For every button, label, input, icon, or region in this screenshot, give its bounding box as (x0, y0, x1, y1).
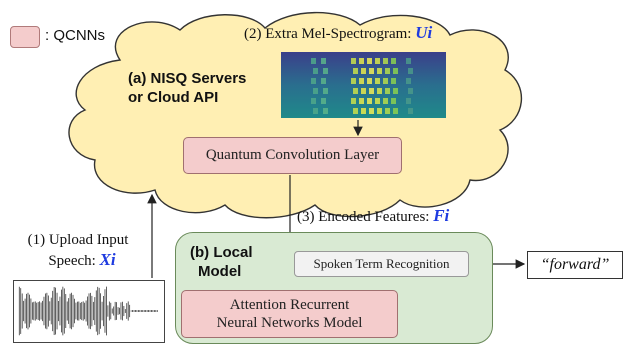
spectrogram-band (367, 58, 372, 64)
spectrogram-band (359, 98, 364, 104)
spectrogram-band (361, 68, 366, 74)
legend-qcnn-label: : QCNNs (45, 27, 105, 44)
spectrogram-band (383, 78, 388, 84)
spectrogram-band (313, 108, 318, 114)
spectrogram-band (311, 78, 316, 84)
spectrogram-band (313, 88, 318, 94)
spectrogram-band (313, 68, 318, 74)
legend-qcnn-swatch (10, 26, 40, 48)
spectrogram-band (359, 78, 364, 84)
spectrogram-band (321, 58, 326, 64)
spectrogram-band (353, 68, 358, 74)
encoded-var: Fi (433, 206, 450, 225)
mel-var: Ui (415, 23, 433, 42)
spectrogram-band (323, 108, 328, 114)
spectrogram-band (311, 58, 316, 64)
spectrogram-band (393, 108, 398, 114)
spectrogram-band (406, 78, 411, 84)
spectrogram-band (353, 108, 358, 114)
spectrogram-band (369, 88, 374, 94)
spectrogram-band (321, 98, 326, 104)
spectrogram-band (375, 98, 380, 104)
spectrogram-band (385, 108, 390, 114)
output-prediction-box: “forward” (527, 251, 623, 279)
spectrogram-band (377, 88, 382, 94)
spectrogram-band (393, 88, 398, 94)
spoken-term-recognition-box: Spoken Term Recognition (294, 251, 469, 277)
spectrogram-band (391, 58, 396, 64)
spectrogram-band (367, 98, 372, 104)
spectrogram-band (375, 58, 380, 64)
spectrogram-band (408, 88, 413, 94)
spectrogram-band (408, 108, 413, 114)
spectrogram-band (377, 108, 382, 114)
spectrogram-band (377, 68, 382, 74)
mel-spectrogram-label: (2) Extra Mel-Spectrogram: Ui (244, 23, 433, 42)
attention-rnn-model-box: Attention Recurrent Neural Networks Mode… (181, 290, 398, 338)
spectrogram-band (353, 88, 358, 94)
spectrogram-band (406, 98, 411, 104)
encoded-features-label: (3) Encoded Features: Fi (297, 206, 450, 225)
spectrogram-band (391, 78, 396, 84)
mel-spectrogram-image (281, 52, 446, 118)
spectrogram-band (408, 68, 413, 74)
spectrogram-band (351, 98, 356, 104)
spectrogram-band (385, 88, 390, 94)
spectrogram-band (383, 98, 388, 104)
spectrogram-band (361, 108, 366, 114)
spectrogram-band (311, 98, 316, 104)
spectrogram-band (351, 58, 356, 64)
spectrogram-band (351, 78, 356, 84)
spectrogram-band (391, 98, 396, 104)
local-model-title: (b) Local Model (190, 244, 253, 280)
spectrogram-band (323, 68, 328, 74)
spectrogram-band (361, 88, 366, 94)
upload-var: Xi (99, 250, 116, 269)
upload-input-label: (1) Upload Input Speech: Xi (27, 232, 129, 269)
spectrogram-band (369, 108, 374, 114)
spectrogram-band (323, 88, 328, 94)
spectrogram-band (375, 78, 380, 84)
spectrogram-band (385, 68, 390, 74)
spectrogram-band (321, 78, 326, 84)
cloud-title: (a) NISQ Servers or Cloud API (128, 70, 247, 106)
quantum-convolution-layer-box: Quantum Convolution Layer (183, 137, 402, 174)
spectrogram-band (369, 68, 374, 74)
spectrogram-band (393, 68, 398, 74)
spectrogram-band (383, 58, 388, 64)
speech-waveform-image (13, 280, 165, 343)
spectrogram-band (406, 58, 411, 64)
spectrogram-band (367, 78, 372, 84)
spectrogram-band (359, 58, 364, 64)
